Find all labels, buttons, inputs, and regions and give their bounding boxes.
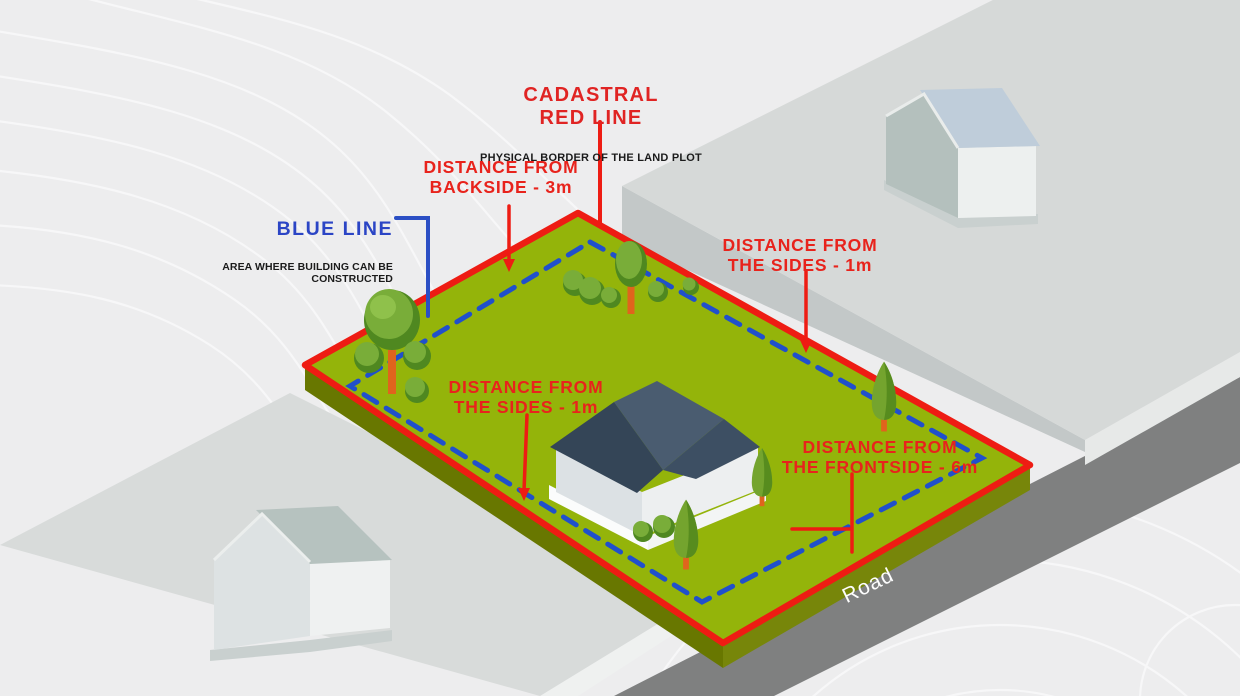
tree-icon: [751, 448, 773, 507]
sides-mid-pointer-line: [522, 413, 529, 493]
plot-side-se: [1085, 352, 1240, 465]
plot-side-sw: [622, 186, 1085, 452]
plot-top: [622, 0, 1240, 440]
plot-side-sw: [305, 365, 723, 668]
tree-icon: [673, 499, 699, 570]
vegetation-front: [633, 361, 897, 570]
plot-side-se: [723, 465, 1030, 668]
bush-icon: [403, 341, 431, 370]
tree-icon: [364, 289, 420, 394]
house-icon: [884, 88, 1040, 228]
neighbor-plot-bottom-left: [0, 393, 716, 696]
annotation-pointers: [394, 120, 854, 554]
backside-pointer-arrow: [503, 259, 515, 272]
house-icon: [210, 506, 392, 661]
frontside-pointer-line: [790, 472, 854, 554]
sides-mid-pointer-arrow: [518, 488, 530, 501]
tree-icon: [615, 241, 647, 314]
bush-icon: [405, 377, 429, 403]
bush-icon: [601, 287, 621, 308]
blue-line-pointer: [394, 216, 430, 318]
sides-top-pointer-arrow: [800, 340, 812, 353]
buildable-area-blue-line: [345, 239, 988, 605]
bush-icon: [682, 277, 699, 295]
bush-icon: [354, 342, 384, 373]
tree-icon: [871, 361, 897, 432]
bush-icon: [653, 515, 675, 538]
bush-icon: [648, 281, 668, 302]
vegetation-back: [354, 241, 699, 403]
bush-icon: [633, 521, 653, 542]
neighbor-plot-top-right: [622, 0, 1240, 465]
bush-icon: [579, 277, 605, 305]
